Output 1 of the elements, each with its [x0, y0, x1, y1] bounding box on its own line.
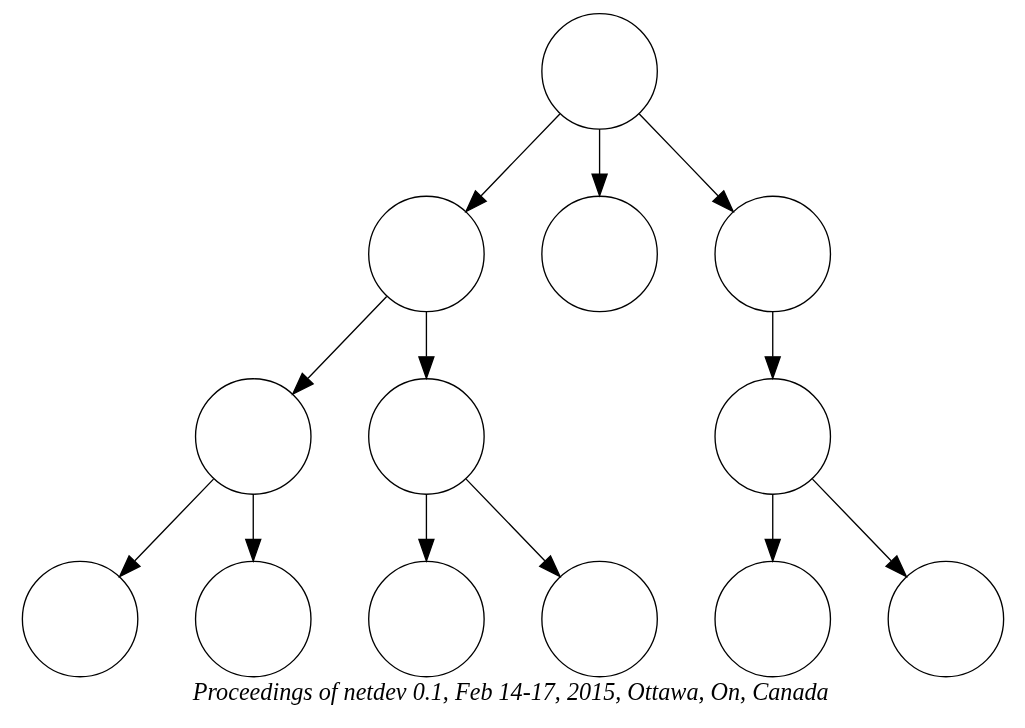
- caption: Proceedings of netdev 0.1, Feb 14-17, 2015, Ottawa, On, Canada: [192, 678, 829, 706]
